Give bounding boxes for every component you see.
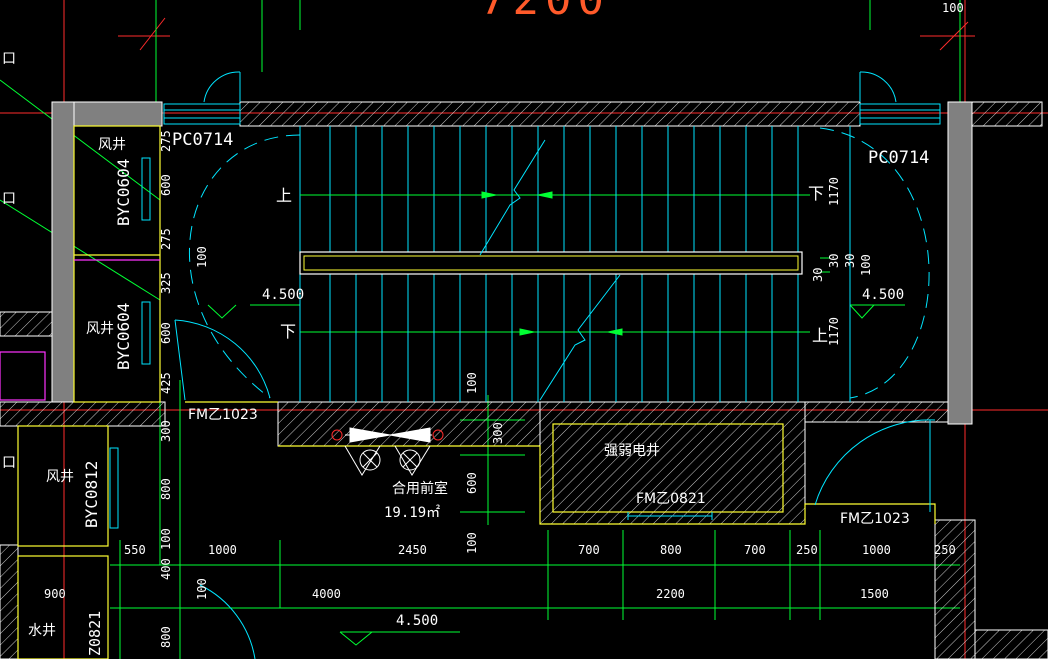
anteroom-dim-300: 300 [491, 422, 505, 444]
left-dim-800a: 800 [159, 478, 173, 500]
louver-label-bottom: BYC0812 [82, 460, 101, 528]
dim-row1-7: 250 [796, 543, 818, 557]
stair-outline [174, 126, 936, 659]
louver-label-mid: BYC0604 [114, 302, 133, 370]
stair-treads [329, 126, 799, 402]
louver-label-top: BYC0604 [114, 158, 133, 226]
left-dim-8: 100 [195, 246, 209, 268]
left-dim-1: 275 [159, 130, 173, 152]
left-dim-800b: 800 [159, 626, 173, 648]
shaft-door [627, 512, 713, 520]
door-label-left: FM乙1023 [188, 407, 258, 423]
handrail-gap-a: 30 [827, 253, 841, 268]
dim-row1-5: 800 [660, 543, 682, 557]
stair-down-left: 下 [280, 322, 297, 341]
anteroom-dim-600: 600 [465, 472, 479, 494]
dim-row1-2: 1000 [208, 543, 237, 557]
window-label-left: PC0714 [172, 130, 234, 150]
shaft-element [0, 259, 160, 401]
handrail-width: 100 [859, 254, 873, 276]
stair-width-top: 1170 [827, 177, 841, 206]
elevation-right: 4.500 [862, 287, 905, 303]
dim-row2-3: 2200 [656, 587, 685, 601]
door-label-right: FM乙1023 [840, 511, 910, 527]
stair-up-left: 上 [276, 186, 293, 205]
dim-row1-3: 2450 [398, 543, 427, 557]
air-shaft-label-bottom: 风井 [46, 469, 74, 485]
left-dim-5: 600 [159, 322, 173, 344]
elevation-bottom: 4.500 [396, 613, 439, 629]
water-shaft-label: 水井 [28, 623, 56, 639]
dim-row1-1: 550 [124, 543, 146, 557]
anteroom-name: 合用前室 [392, 481, 448, 497]
elevation-left: 4.500 [262, 287, 305, 303]
stair-arrows [300, 191, 623, 336]
edge-mark-c: 口 [2, 455, 16, 471]
edge-mark-a: 口 [2, 51, 16, 67]
left-dim-2: 600 [159, 174, 173, 196]
anteroom-dim-100: 100 [465, 532, 479, 554]
dim-row1-9: 250 [934, 543, 956, 557]
left-dim-hundred: 100 [195, 578, 209, 600]
left-dim-6: 425 [159, 372, 173, 394]
top-dimension-label: 7200 [480, 0, 610, 22]
landing-step: 100 [465, 372, 479, 394]
dim-row1-8: 1000 [862, 543, 891, 557]
dim-row2-2: 4000 [312, 587, 341, 601]
edge-mark-b: 口 [2, 191, 16, 207]
stair-up-right: 上 [812, 326, 829, 345]
windows [109, 71, 941, 529]
left-dim-7: 300 [159, 420, 173, 442]
dim-row1-6: 700 [744, 543, 766, 557]
room-outlines [17, 125, 936, 659]
dim-row2-4: 1500 [860, 587, 889, 601]
stair-down-right: 下 [808, 184, 825, 203]
air-shaft-label-mid: 风井 [86, 321, 114, 337]
left-dim-3: 275 [159, 228, 173, 250]
door-label-vertical: Z0821 [86, 610, 104, 656]
walls [0, 101, 1048, 659]
stair-width-bottom: 1170 [827, 317, 841, 346]
door-label-shaft: FM乙0821 [636, 491, 706, 507]
left-dim-400: 400 [159, 558, 173, 580]
dim-row1-4: 700 [578, 543, 600, 557]
dim-row2-1: 900 [44, 587, 66, 601]
window-label-right: PC0714 [868, 148, 930, 168]
handrail-gap-c: 30 [811, 267, 825, 282]
left-dim-4: 325 [159, 272, 173, 294]
top-right-dimension: 100 [942, 1, 964, 15]
handrail-gap-b: 30 [843, 253, 857, 268]
electric-shaft-label: 强弱电井 [604, 443, 660, 459]
anteroom-area: 19.19㎡ [384, 505, 441, 521]
fire-damper-symbol [331, 427, 444, 476]
left-dim-100: 100 [159, 528, 173, 550]
air-shaft-label-top: 风井 [98, 137, 126, 153]
